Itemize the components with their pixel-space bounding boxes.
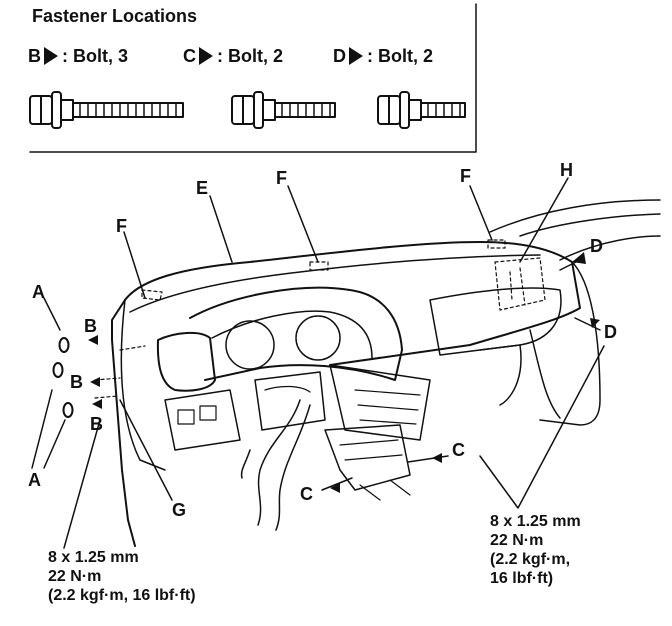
arrow-icon [349,47,363,65]
callout-a: A [28,470,41,490]
callout-d: D [590,236,603,256]
cluster-hood [189,286,403,381]
bolt-icon [29,91,184,129]
torque-size: 8 x 1.25 mm [490,513,581,530]
callout-e: E [196,178,209,198]
callout-f: F [116,216,127,236]
arrow-icon [199,47,213,65]
page-title: Fastener Locations [32,6,198,26]
bolt-icon [231,91,336,129]
torque-kgf: (2.2 kgf·m, [490,551,571,568]
arrow-icon [330,483,340,493]
torque-spec-right: 8 x 1.25 mm 22 N·m (2.2 kgf·m, 16 lbf·ft… [490,512,581,588]
torque-size: 8 x 1.25 mm [48,549,139,566]
callout-c: C [300,484,313,504]
arrow-icon [90,377,100,387]
legend-frame [29,3,477,153]
callout-a: A [32,282,45,302]
legend-text-b: : Bolt, 3 [62,46,128,66]
legend-text-c: : Bolt, 2 [217,46,283,66]
legend-item-c: C : Bolt, 2 [183,46,283,67]
arrow-icon [88,335,98,345]
callout-f: F [460,166,471,186]
callout-g: G [172,500,187,520]
callout-b: B [90,414,103,434]
wiring-harness [257,399,301,526]
torque-nm: 22 N·m [48,568,102,585]
legend-letter-d: D [333,46,346,66]
legend-letter-c: C [183,46,196,66]
arrow-icon [44,47,58,65]
legend-text-d: : Bolt, 2 [367,46,433,66]
arrow-icon [432,453,442,463]
legend-item-b: B : Bolt, 3 [28,46,128,67]
callout-d: D [604,322,617,342]
callout-b: B [70,372,83,392]
clip-icon [52,337,74,418]
arrow-icon [590,318,600,328]
callout-b: B [84,316,97,336]
legend-letter-b: B [28,46,41,66]
legend-item-d: D : Bolt, 2 [333,46,433,67]
arrow-icon [92,399,102,409]
torque-kgf: (2.2 kgf·m, 16 lbf·ft) [48,587,196,604]
torque-nm: 22 N·m [490,532,544,549]
torque-spec-left: 8 x 1.25 mm 22 N·m (2.2 kgf·m, 16 lbf·ft… [48,548,196,605]
callout-c: C [452,440,465,460]
bolt-icon [377,91,466,129]
arrow-icon [572,252,586,264]
torque-lbf: 16 lbf·ft) [490,570,554,587]
callout-f: F [276,168,287,188]
callout-h: H [560,160,573,180]
